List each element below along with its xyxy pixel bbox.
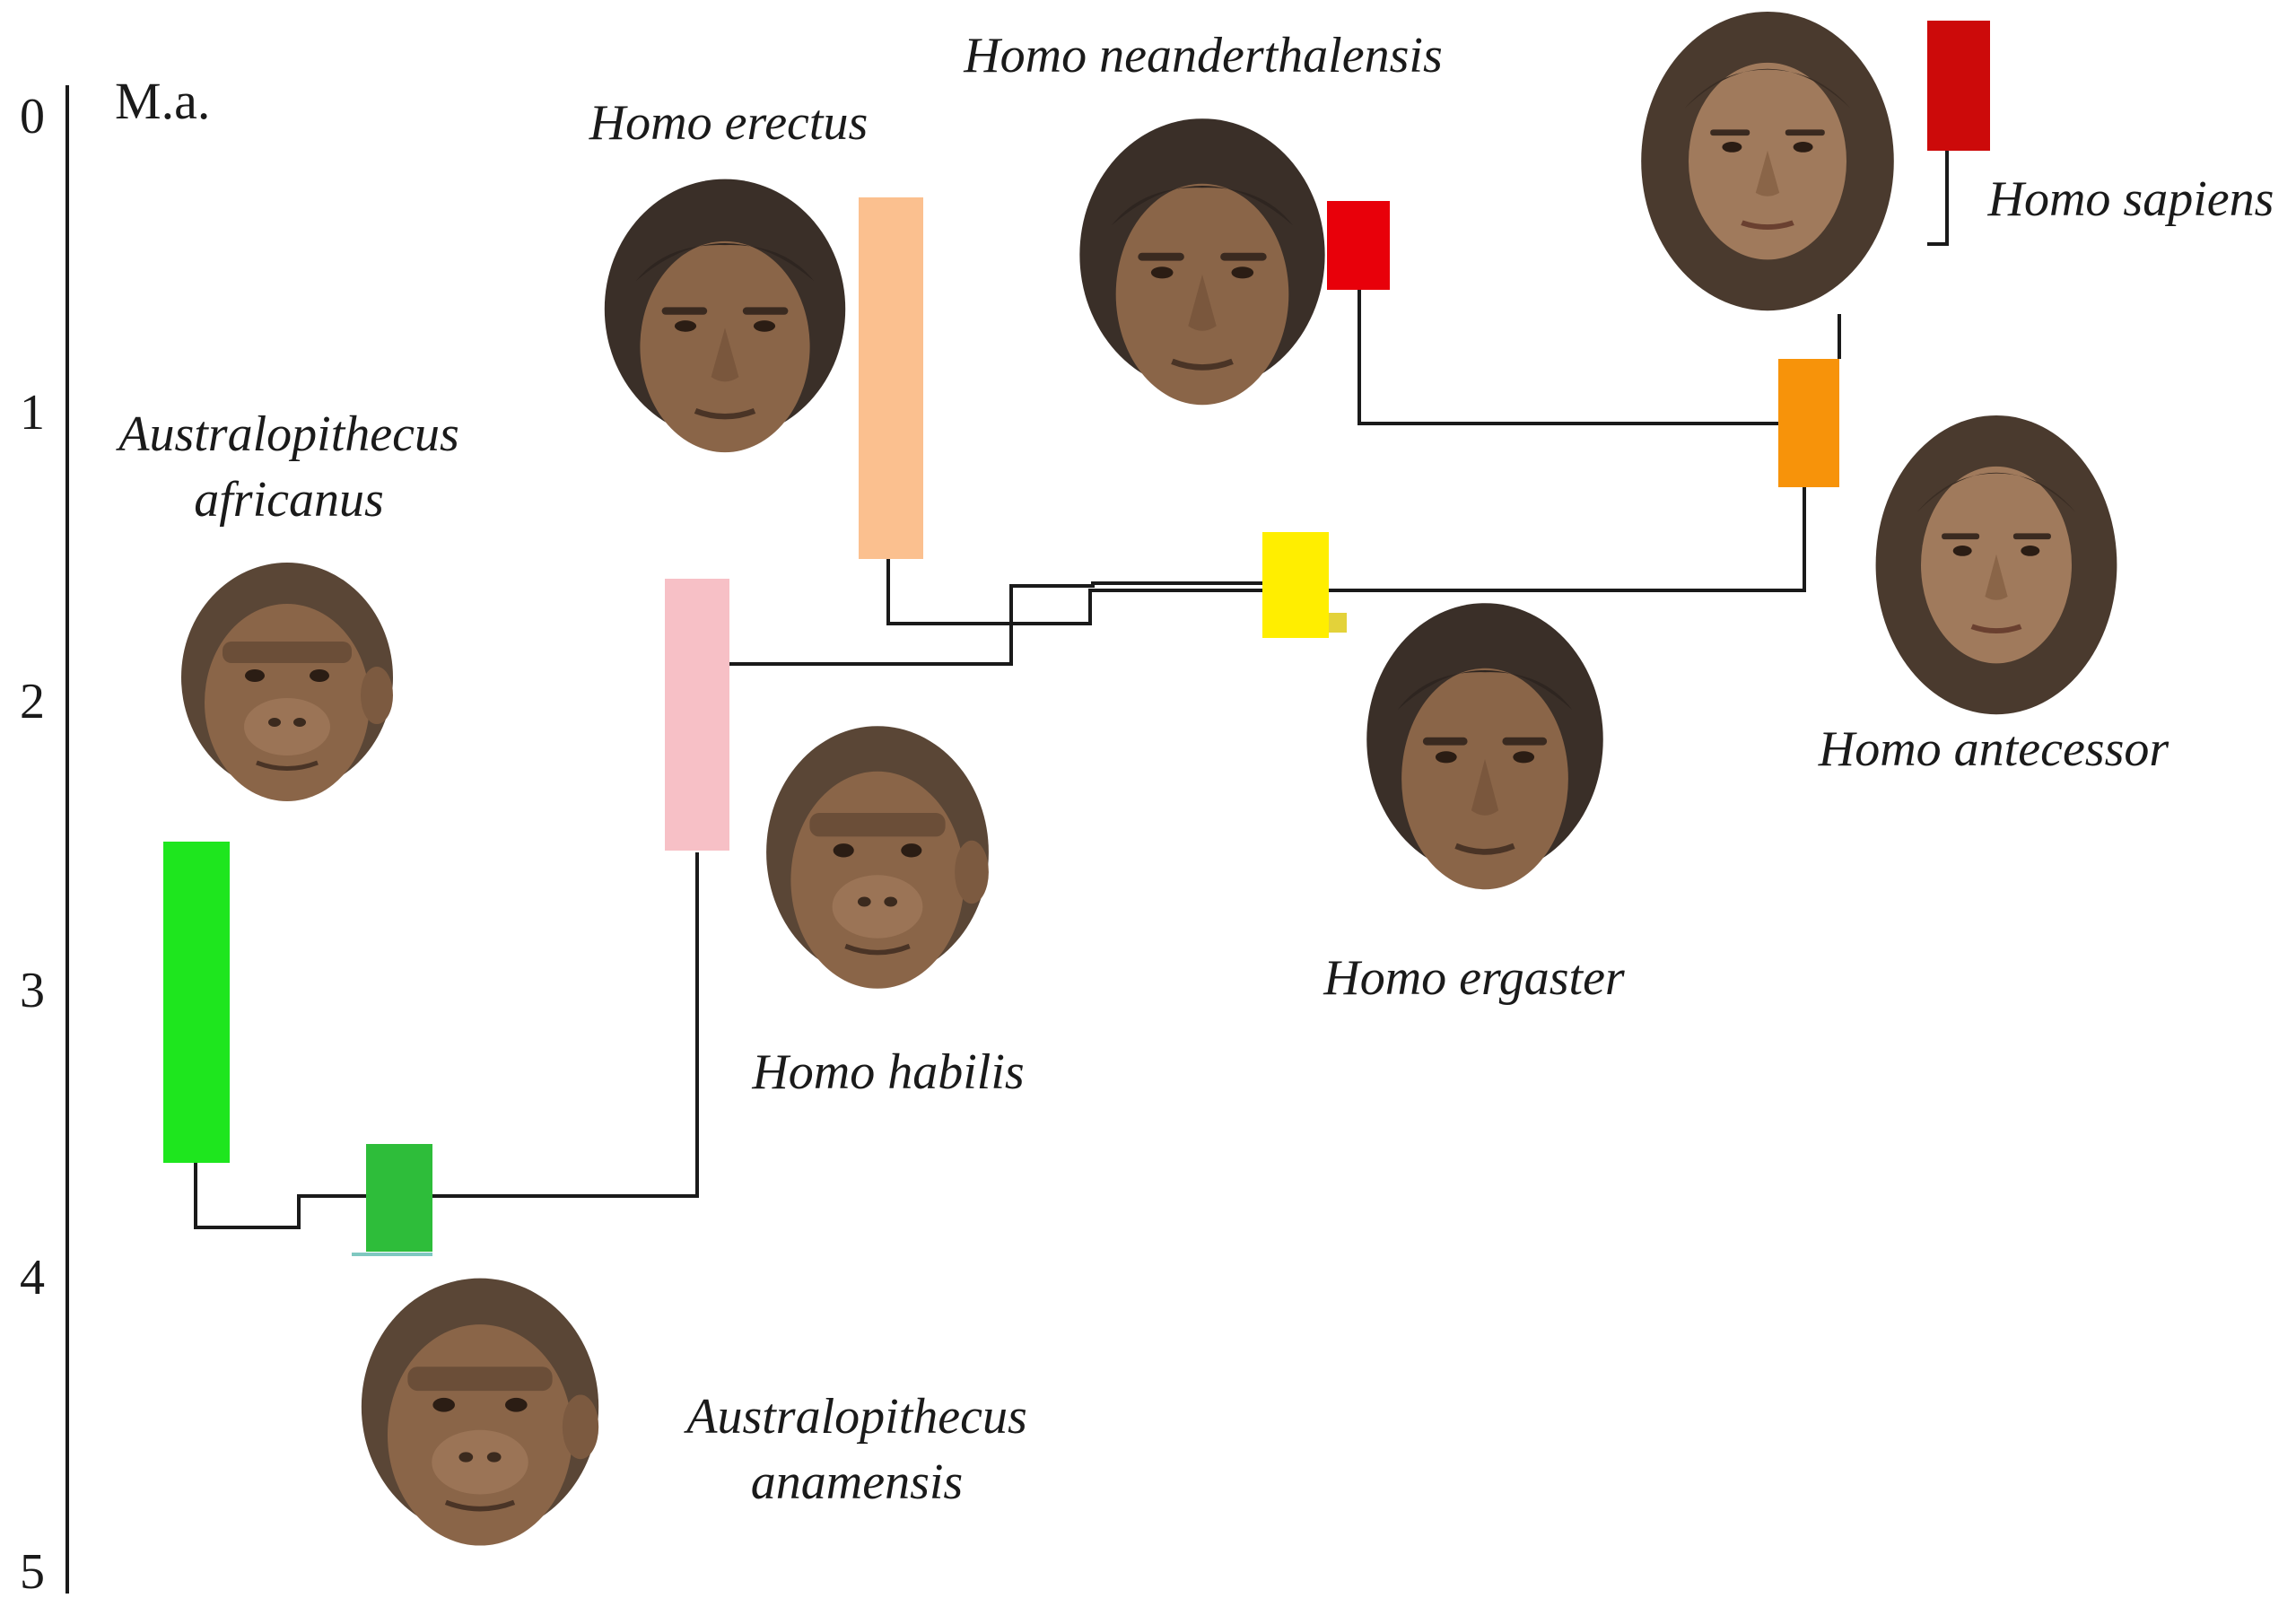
- label-h-erectus: Homo erectus: [589, 95, 869, 151]
- label-h-habilis: Homo habilis: [751, 1044, 1024, 1100]
- bar-a-anamensis: [366, 1144, 432, 1252]
- label-h-antecessor: Homo antecessor: [1818, 721, 2169, 777]
- bar-h-antecessor: [1778, 359, 1839, 487]
- axis-tick-1: 1: [20, 385, 45, 441]
- portrait-a-africanus: [181, 563, 393, 801]
- portrait-h-neanderthalensis: [1079, 118, 1324, 405]
- connector-anamensis-habilis: [194, 852, 699, 1229]
- connector-neanderthal-antecessor: [1358, 287, 1778, 425]
- axis-tick-0: 0: [20, 89, 45, 144]
- bar-h-erectus: [859, 197, 923, 559]
- axis-tick-3: 3: [20, 963, 45, 1018]
- label-a-africanus-2: africanus: [194, 472, 384, 528]
- label-a-anamensis-1: Australopithecus: [683, 1389, 1027, 1445]
- bar-h-sapiens: [1927, 21, 1990, 151]
- portrait-h-antecessor: [1876, 415, 2117, 714]
- bar-h-habilis: [665, 579, 729, 851]
- bar-h-neanderthalensis: [1327, 201, 1390, 290]
- bar-h-ergaster-tick: [1329, 613, 1347, 633]
- bar-h-ergaster: [1262, 532, 1329, 638]
- tree-connectors: [194, 146, 1949, 1229]
- bar-a-africanus: [163, 842, 230, 1163]
- portrait-h-sapiens: [1641, 12, 1894, 310]
- portrait-h-ergaster: [1366, 603, 1603, 889]
- axis-tick-5: 5: [20, 1544, 45, 1594]
- species-labels: Australopithecus africanus Australopithe…: [115, 28, 2274, 1510]
- label-h-sapiens: Homo sapiens: [1987, 171, 2274, 227]
- label-a-anamensis-2: anamensis: [751, 1454, 963, 1510]
- label-h-ergaster: Homo ergaster: [1323, 950, 1625, 1006]
- connector-erectus-ergaster: [886, 558, 1267, 625]
- axis-tick-4: 4: [20, 1250, 45, 1305]
- connector-ergaster-antecessor: [1328, 485, 1806, 592]
- portraits: [181, 12, 2117, 1546]
- portrait-h-erectus: [605, 179, 845, 453]
- label-a-africanus-1: Australopithecus: [115, 406, 459, 462]
- range-bars: [163, 21, 1990, 1256]
- portrait-a-anamensis: [362, 1279, 598, 1546]
- axis-tick-2: 2: [20, 674, 45, 729]
- portrait-h-habilis: [766, 726, 989, 989]
- label-h-neanderthalensis: Homo neanderthalensis: [963, 28, 1443, 83]
- connector-sapiens-bracket: [1927, 146, 1949, 246]
- connector-habilis-ergaster: [727, 581, 1267, 666]
- axis-unit-label: M.a.: [115, 72, 210, 130]
- time-axis: M.a. 0 1 2 3 4 5: [20, 72, 210, 1598]
